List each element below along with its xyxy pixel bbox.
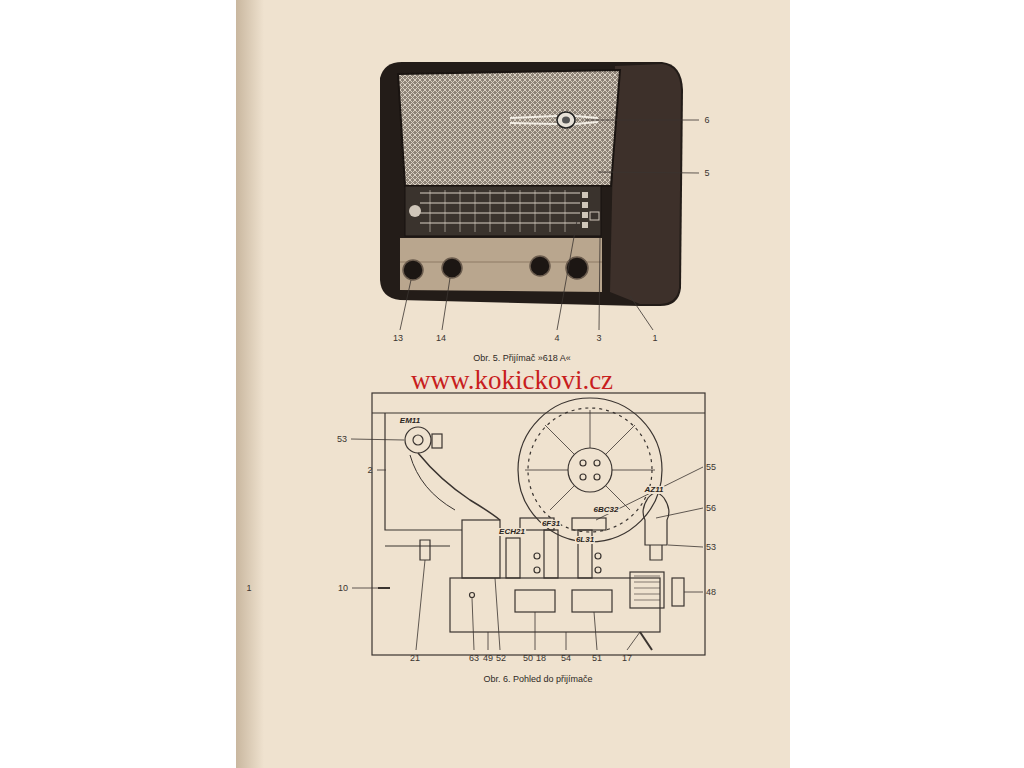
callout-number: 1 <box>246 584 251 593</box>
callout-number: 54 <box>561 654 571 663</box>
callout-number: 4 <box>554 334 559 343</box>
figure-caption: Obr. 5. Přijímač »618 A« <box>473 354 571 363</box>
tube-name: 6L31 <box>575 536 595 544</box>
callout-number: 55 <box>706 463 716 472</box>
callout-number: 50 <box>523 654 533 663</box>
callout-number: 17 <box>622 654 632 663</box>
callout-number: 13 <box>393 334 403 343</box>
callout-number: 21 <box>410 654 420 663</box>
figure-caption: Obr. 6. Pohled do přijímače <box>483 675 592 684</box>
tube-name: 6F31 <box>541 520 561 528</box>
tube-name: 6BC32 <box>593 506 620 514</box>
callout-number: 6 <box>704 116 709 125</box>
callout-number: 63 <box>469 654 479 663</box>
watermark: www.kokickovi.cz <box>411 367 613 394</box>
tube-name: EM11 <box>399 417 421 425</box>
tube-name: ECH21 <box>498 528 526 536</box>
callout-number: 49 <box>483 654 493 663</box>
callout-number: 5 <box>704 169 709 178</box>
callout-number: 2 <box>367 466 372 475</box>
callout-number: 56 <box>706 504 716 513</box>
callout-number: 53 <box>706 543 716 552</box>
callout-number: 52 <box>496 654 506 663</box>
callout-number: 53 <box>337 435 347 444</box>
tube-name: AZ11 <box>644 486 665 494</box>
callout-number: 1 <box>652 334 657 343</box>
callout-number: 14 <box>436 334 446 343</box>
callout-number: 51 <box>592 654 602 663</box>
callout-number: 3 <box>596 334 601 343</box>
callout-number: 18 <box>536 654 546 663</box>
callout-number: 10 <box>338 584 348 593</box>
callout-number: 48 <box>706 588 716 597</box>
